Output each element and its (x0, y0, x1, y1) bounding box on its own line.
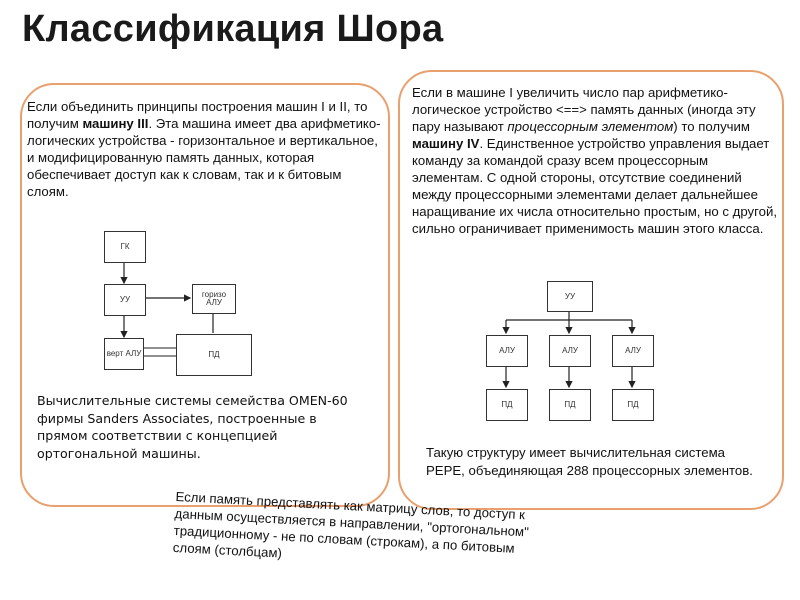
text-run: машину III (82, 116, 149, 131)
left-panel-text: Если объединить принципы построения маши… (27, 98, 383, 200)
text-run: машину IV (412, 136, 480, 151)
text-run: ) то получим (673, 119, 750, 134)
alu-block-3: АЛУ (612, 335, 654, 367)
alu-block-2: АЛУ (549, 335, 591, 367)
text-run: процессорным элементом (507, 119, 674, 134)
text-run: . Единственное устройство управления выд… (412, 136, 777, 236)
uu-block: УУ (104, 284, 146, 316)
right-panel-text: Если в машине I увеличить число пар ариф… (412, 84, 778, 237)
pd-block-2: ПД (549, 389, 591, 421)
pd-block: ПД (176, 334, 252, 376)
text-run: Если объединить принципы построения маши… (27, 99, 368, 131)
left-panel-caption: Вычислительные системы семейства OMEN-60… (37, 393, 348, 461)
horizontal-alu-block: горизо АЛУ (192, 284, 236, 314)
gk-block: ГК (104, 231, 146, 263)
control-unit-block: УУ (547, 281, 593, 312)
text-run: . Эта машина имеет два арифметико-логиче… (27, 116, 381, 199)
slide-title: Классификация Шора (22, 8, 444, 50)
alu-block-1: АЛУ (486, 335, 528, 367)
right-panel-caption: Такую структуру имеет вычислительная сис… (426, 445, 753, 478)
pd-block-1: ПД (486, 389, 528, 421)
pd-block-3: ПД (612, 389, 654, 421)
text-run: Если в машине I увеличить число пар ариф… (412, 85, 756, 134)
vertical-alu-block: верт АЛУ (104, 338, 144, 370)
